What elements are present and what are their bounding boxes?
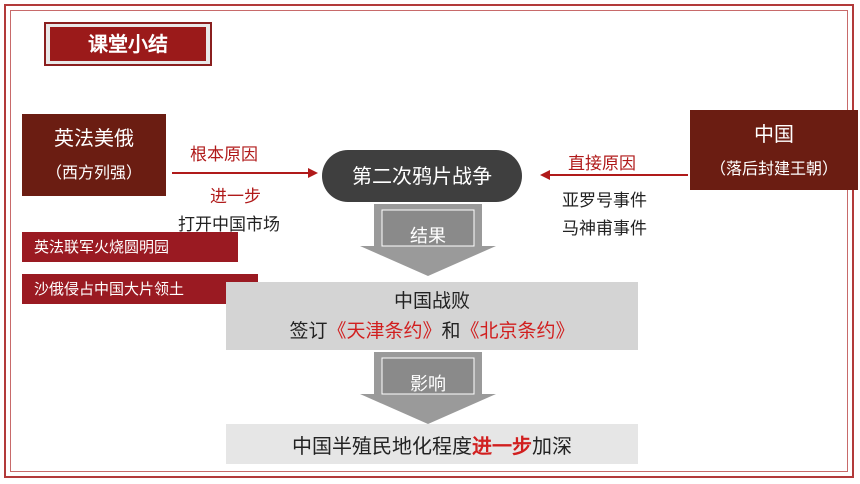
treaty-beijing: 《北京条约》 xyxy=(460,320,575,342)
impact-arrow xyxy=(360,352,496,424)
second-opium-war-node: 第二次鸦片战争 xyxy=(322,150,522,202)
result-box xyxy=(226,282,638,350)
arrow-incident: 亚罗号事件 xyxy=(562,191,647,211)
western-powers-label: （西方列强） xyxy=(45,163,142,182)
treaty-prefix: 签订 xyxy=(289,320,328,342)
china-label: （落后封建王朝） xyxy=(709,159,838,178)
result-label: 结果 xyxy=(410,226,446,247)
impact-suffix: 加深 xyxy=(532,434,572,458)
russia-occupies-territory-box: 沙俄侵占中国大片领土 xyxy=(22,274,258,304)
further-label: 进一步 xyxy=(210,187,261,207)
china-defeated-text: 中国战败 xyxy=(393,290,470,312)
china-box: 中国 （落后封建王朝） xyxy=(690,110,858,190)
western-powers-box: 英法美俄 （西方列强） xyxy=(22,114,166,196)
impact-box xyxy=(226,424,638,464)
impact-prefix: 中国半殖民地化程度 xyxy=(292,434,472,458)
impact-text: 中国半殖民地化程度进一步加深 xyxy=(226,430,638,459)
direct-cause-label: 直接原因 xyxy=(568,154,636,174)
slide-title: 课堂小结 xyxy=(50,27,206,61)
treaty-conjunction: 和 xyxy=(441,320,461,342)
chapdelaine-incident: 马神甫事件 xyxy=(562,219,647,239)
impact-label: 影响 xyxy=(410,374,446,395)
impact-emphasis: 进一步 xyxy=(472,434,532,458)
slide-inner-frame xyxy=(10,10,848,472)
root-cause-label: 根本原因 xyxy=(190,145,258,165)
root-cause-arrow xyxy=(172,168,318,178)
treaty-tianjin: 《天津条约》 xyxy=(327,320,442,342)
open-market-label: 打开中国市场 xyxy=(178,215,280,235)
direct-cause-arrow xyxy=(540,170,688,180)
result-arrow xyxy=(360,204,496,276)
china-name: 中国 xyxy=(754,122,794,146)
western-powers-names: 英法美俄 xyxy=(54,126,134,150)
burning-summer-palace-box: 英法联军火烧圆明园 xyxy=(22,232,238,262)
treaties-text: 签订《天津条约》和《北京条约》 xyxy=(226,316,638,343)
slide-frame xyxy=(4,4,854,478)
